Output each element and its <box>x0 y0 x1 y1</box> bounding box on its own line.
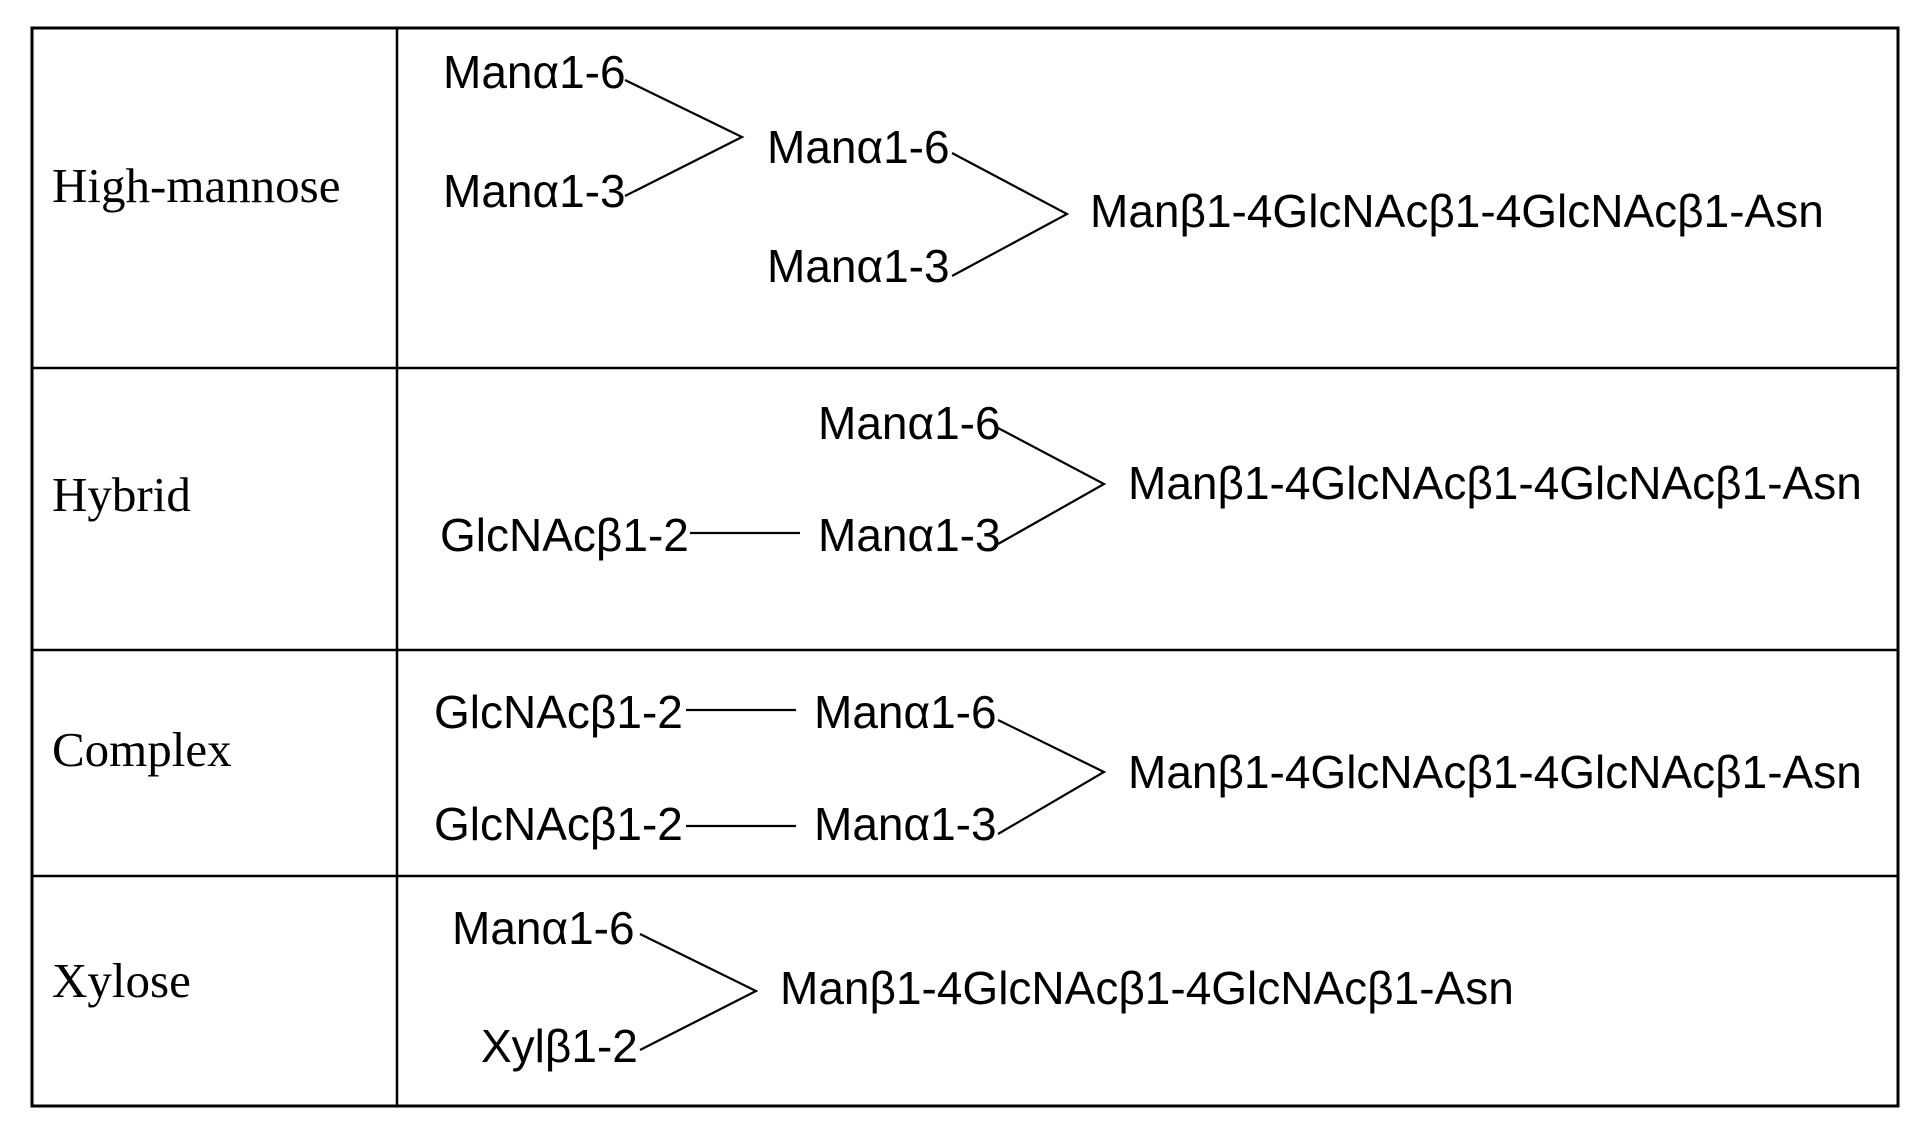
branch-link <box>998 720 1104 834</box>
residue-man-a1-3-inner: Manα1-3 <box>767 240 950 292</box>
residue-man-a1-3: Manα1-3 <box>814 798 997 850</box>
residue-glcnac-b1-2-lower: GlcNAcβ1-2 <box>434 798 683 850</box>
branch-link <box>998 428 1104 544</box>
core-chain: Manβ1-4GlcNAcβ1-4GlcNAcβ1-Asn <box>1128 746 1862 798</box>
core-chain: Manβ1-4GlcNAcβ1-4GlcNAcβ1-Asn <box>1090 185 1824 237</box>
row-label: Complex <box>52 722 232 777</box>
row-complex: Complex GlcNAcβ1-2 Manα1-6 GlcNAcβ1-2 Ma… <box>52 686 1862 850</box>
residue-man-a1-6: Manα1-6 <box>452 902 635 954</box>
branch-link-inner <box>952 153 1067 276</box>
residue-man-a1-6-outer: Manα1-6 <box>443 46 626 98</box>
row-label: Hybrid <box>52 467 191 522</box>
residue-man-a1-6: Manα1-6 <box>818 397 1001 449</box>
residue-man-a1-3: Manα1-3 <box>818 509 1001 561</box>
branch-link <box>640 934 756 1050</box>
row-label: High-mannose <box>52 158 341 213</box>
residue-man-a1-6-inner: Manα1-6 <box>767 121 950 173</box>
row-label: Xylose <box>52 953 191 1008</box>
residue-man-a1-3-outer: Manα1-3 <box>443 165 626 217</box>
core-chain: Manβ1-4GlcNAcβ1-4GlcNAcβ1-Asn <box>1128 457 1862 509</box>
row-high-mannose: High-mannose Manα1-6 Manα1-3 Manα1-6 Man… <box>52 46 1824 292</box>
residue-glcnac-b1-2: GlcNAcβ1-2 <box>440 509 689 561</box>
branch-link-outer <box>625 80 742 196</box>
residue-man-a1-6: Manα1-6 <box>814 686 997 738</box>
row-xylose: Xylose Manα1-6 Xylβ1-2 Manβ1-4GlcNAcβ1-4… <box>52 902 1514 1072</box>
row-hybrid: Hybrid Manα1-6 GlcNAcβ1-2 Manα1-3 Manβ1-… <box>52 397 1862 561</box>
core-chain: Manβ1-4GlcNAcβ1-4GlcNAcβ1-Asn <box>780 962 1514 1014</box>
residue-glcnac-b1-2-upper: GlcNAcβ1-2 <box>434 686 683 738</box>
residue-xyl-b1-2: Xylβ1-2 <box>481 1020 638 1072</box>
